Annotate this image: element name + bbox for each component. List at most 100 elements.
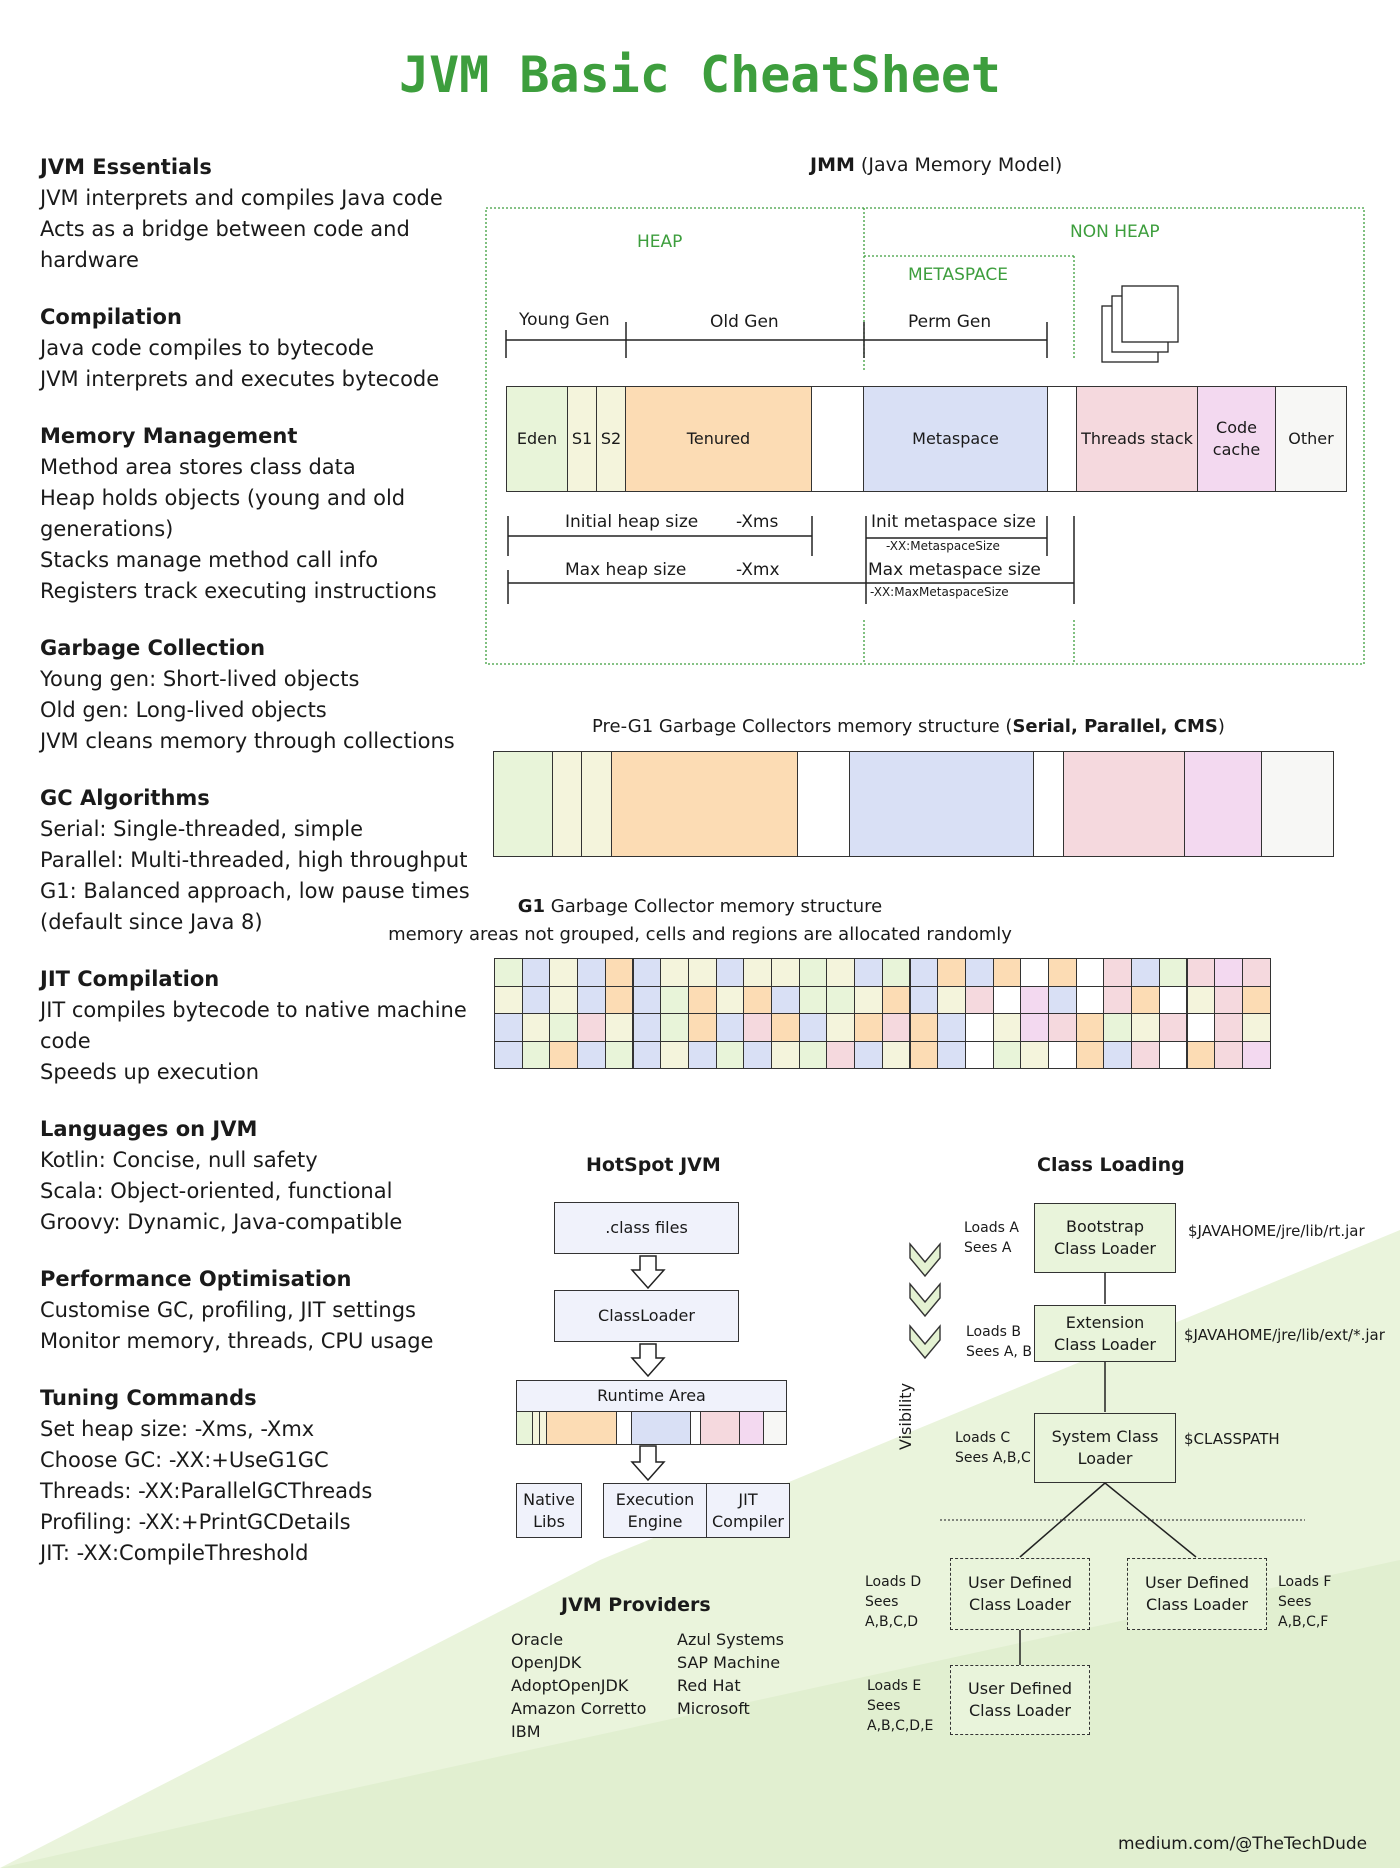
metaspace-cell [632, 958, 662, 987]
section-line: Monitor memory, threads, CPU usage [40, 1329, 434, 1353]
metaspace-cell: Metaspace [863, 386, 1048, 492]
section-line: JVM interprets and compiles Java code [40, 186, 443, 210]
section-line: Choose GC: -XX:+UseG1GC [40, 1448, 329, 1472]
section-line: JVM cleans memory through collections [40, 729, 455, 753]
threads-cell [1214, 1040, 1243, 1069]
heap-label: HEAP [637, 232, 683, 252]
section-line: Method area stores class data [40, 455, 356, 479]
provider-item: Amazon Corretto [511, 1699, 647, 1718]
bootstrap-path: $JAVAHOME/jre/lib/rt.jar [1188, 1222, 1365, 1240]
section-line: Threads: -XX:ParallelGCThreads [40, 1479, 373, 1503]
tenured-cell [992, 958, 1022, 987]
eden-cell [798, 958, 828, 987]
tenured-cell [854, 1013, 883, 1042]
survivor-cell [660, 958, 689, 987]
g1-title: G1 Garbage Collector memory structure [517, 896, 883, 917]
eden-cell [798, 1040, 828, 1069]
tenured-cell: Tenured [625, 386, 812, 492]
code-cache-cell [1241, 1040, 1271, 1069]
heap-reserve-cell [811, 386, 864, 492]
code-cache-cell [1020, 985, 1049, 1014]
tenured-cell [687, 1013, 717, 1042]
loads-b-note: Loads B Sees A, B [966, 1324, 1032, 1360]
loads-e-note: Loads E Sees A,B,C,D,E [867, 1678, 934, 1734]
survivor-cell [992, 1013, 1022, 1042]
metaspace-cell [577, 958, 606, 987]
section-line: Scala: Object-oriented, functional [40, 1179, 393, 1203]
runtime-area-box: Runtime Area [516, 1380, 787, 1412]
tenured-cell [1186, 1040, 1216, 1069]
metaspace-cell [1103, 1040, 1133, 1069]
tenured-cell [771, 1013, 800, 1042]
provider-item: AdoptOpenJDK [511, 1676, 629, 1695]
reserve-region [1033, 751, 1064, 857]
xmx-label: -Xmx [736, 560, 780, 580]
metaspace-cell [854, 1040, 883, 1069]
free-cell [964, 1040, 994, 1069]
system-loader-box: System Class Loader [1034, 1413, 1176, 1483]
survivor-cell [604, 1013, 634, 1042]
metaspace-cell [494, 1040, 523, 1069]
section-line: Heap holds objects (young and old genera… [40, 486, 406, 541]
metaspace-cell [687, 1040, 717, 1069]
tenured-cell [1131, 985, 1160, 1014]
reserve-region [797, 751, 850, 857]
tenured-cell [909, 1013, 939, 1042]
section-heading: Performance Optimisation [40, 1267, 352, 1291]
eden-cell [798, 985, 828, 1014]
young-gen-label: Young Gen [519, 310, 610, 330]
survivor-cell [881, 1040, 911, 1069]
jmm-title: JMM (Java Memory Model) [810, 154, 1063, 176]
threads-region [1063, 751, 1185, 857]
metaspace-cell [577, 985, 606, 1014]
extension-loader-box: Extension Class Loader [1034, 1305, 1176, 1362]
page-title: JVM Basic CheatSheet [398, 46, 1002, 104]
threads-cell [881, 1013, 911, 1042]
metaspace-cell [854, 958, 883, 987]
user-defined-loader-f: User Defined Class Loader [1127, 1558, 1267, 1630]
loads-a-note: Loads A Sees A [964, 1220, 1019, 1256]
code-cache-cell: Code cache [1197, 386, 1276, 492]
tenured-cell [881, 985, 911, 1014]
eden-cell [494, 958, 523, 987]
provider-item: IBM [511, 1722, 541, 1741]
metaspace-cell [521, 958, 551, 987]
metaspace-cell [715, 958, 745, 987]
footer-credit: medium.com/@TheTechDude [1118, 1834, 1368, 1854]
metaspace-area-label: METASPACE [908, 265, 1008, 285]
user-defined-loader-e: User Defined Class Loader [950, 1665, 1090, 1735]
extension-path: $JAVAHOME/jre/lib/ext/*.jar [1184, 1326, 1385, 1344]
section-heading: Tuning Commands [40, 1386, 257, 1410]
survivor-cell [1241, 1013, 1271, 1042]
section-heading: Languages on JVM [40, 1117, 258, 1141]
other-region [1261, 751, 1334, 857]
survivor-cell [743, 958, 772, 987]
section-line: Kotlin: Concise, null safety [40, 1148, 318, 1172]
native-libs-box: Native Libs [516, 1483, 582, 1538]
provider-item: Azul Systems [677, 1630, 785, 1649]
metaspace-cell [909, 985, 939, 1014]
threads-cell [964, 985, 994, 1014]
threads-cell [1131, 1040, 1160, 1069]
eden-cell [881, 958, 911, 987]
loads-c-note: Loads C Sees A,B,C [955, 1430, 1031, 1466]
threads-cell [1214, 1013, 1243, 1042]
old-gen-label: Old Gen [710, 312, 779, 332]
metaspace-cell [937, 1040, 966, 1069]
section-line: Old gen: Long-lived objects [40, 698, 327, 722]
eden-cell [715, 1040, 745, 1069]
threads-cell [1103, 958, 1133, 987]
max-metaspace-label: Max metaspace size [868, 560, 1041, 580]
section-line: JVM interprets and executes bytecode [40, 367, 440, 391]
other-cell: Other [1275, 386, 1347, 492]
metaspace-region [631, 1411, 691, 1445]
tenured-region [611, 751, 798, 857]
free-cell [1075, 985, 1105, 1014]
s2-cell: S2 [596, 386, 626, 492]
